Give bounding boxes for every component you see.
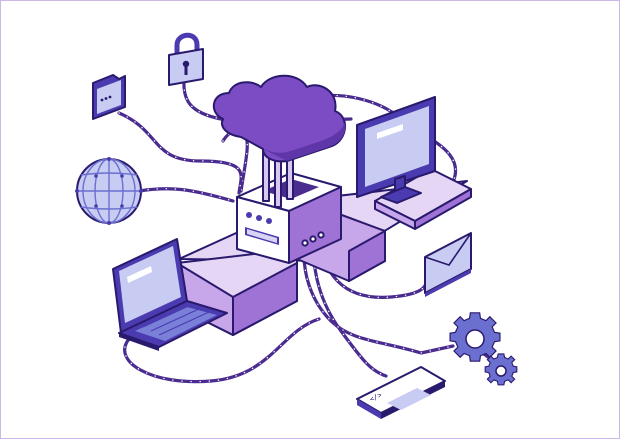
laptop-icon bbox=[112, 238, 228, 351]
envelope-icon bbox=[424, 232, 472, 297]
monitor-tray bbox=[374, 168, 472, 230]
padlock-icon bbox=[168, 32, 204, 86]
gear-icon bbox=[449, 312, 501, 362]
small-gear-icon bbox=[484, 353, 518, 386]
code-window-icon: </> bbox=[356, 366, 446, 419]
monitor-icon bbox=[356, 96, 436, 204]
folder-icon bbox=[92, 74, 126, 120]
globe-icon bbox=[75, 157, 143, 225]
cloud-icon bbox=[213, 74, 346, 163]
